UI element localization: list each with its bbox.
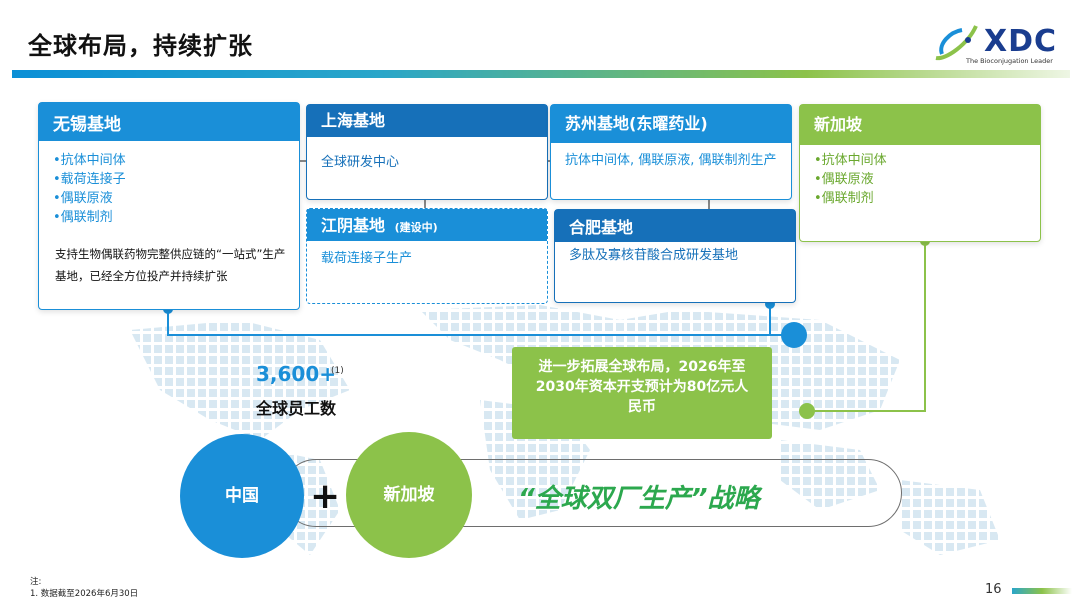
list-item: •抗体中间体 [814,153,887,168]
suzhou-hefei-link [708,197,710,209]
hefei-dot [765,299,775,309]
suzhou-site-desc: 抗体中间体, 偶联原液, 偶联制剂生产 [565,153,777,168]
shanghai-jiangyin-link [424,199,426,209]
list-item: •偶联原液 [53,191,113,206]
employee-label: 全球员工数 [256,399,337,418]
page-number: 16 [985,582,1002,597]
suzhou-site-title: 苏州基地(东曜药业) [551,105,791,143]
footnote: 注: 1. 数据截至2026年6月30日 [30,576,138,600]
list-item: •偶联制剂 [53,210,113,225]
wuxi-site-title: 无锡基地 [39,103,299,141]
footer-band [1012,588,1072,594]
logo-wordmark: XDC [984,24,1058,59]
employee-count: 3,600+ [256,362,337,386]
wuxi-site-note: 支持生物偶联药物完整供应链的“一站式”生产基地，已经全方位投产并持续扩张 [55,247,286,283]
logo-tagline: The Bioconjugation Leader [966,57,1053,65]
list-item: •偶联制剂 [814,191,874,206]
hefei-site-card: 合肥基地 多肽及寡核苷酸合成研发基地 [554,209,796,303]
shanghai-site-title: 上海基地 [307,105,547,137]
wuxi-shanghai-link [298,160,306,162]
list-item: •抗体中间体 [53,153,126,168]
strategy-slogan: “全球双厂生产”战略 [518,484,760,514]
list-item: •载荷连接子 [53,172,126,187]
hefei-site-desc: 多肽及寡核苷酸合成研发基地 [569,248,739,263]
singapore-connector-vertical [924,241,926,411]
singapore-site-card: 新加坡 •抗体中间体 •偶联原液 •偶联制剂 [799,104,1041,242]
wuxi-site-card: 无锡基地 •抗体中间体 •载荷连接子 •偶联原液 •偶联制剂 支持生物偶联药物完… [38,102,300,310]
shanghai-site-card: 上海基地 全球研发中心 [306,104,548,200]
construction-tag: (建设中) [394,221,438,234]
shanghai-site-desc: 全球研发中心 [321,155,400,170]
footnote-1: 1. 数据截至2026年6月30日 [30,589,139,599]
expansion-callout: 进一步拓展全球布局，2026年至2030年资本开支预计为80亿元人民币 [512,347,772,439]
jiangyin-site-header: 江阴基地 (建设中) [307,209,547,241]
footnote-label: 注: [30,577,42,587]
singapore-site-title: 新加坡 [800,105,1040,145]
china-circle: 中国 [180,434,304,558]
singapore-connector-horizontal [806,410,926,412]
wuxi-connector [167,308,169,336]
wuxi-site-items: •抗体中间体 •载荷连接子 •偶联原液 •偶联制剂 [53,151,291,227]
jiangyin-site-title: 江阴基地 [321,216,386,235]
suzhou-site-card: 苏州基地(东曜药业) 抗体中间体, 偶联原液, 偶联制剂生产 [550,104,792,200]
jiangyin-site-desc: 载荷连接子生产 [321,251,413,266]
xdc-logo-icon [935,25,978,61]
singapore-circle: 新加坡 [346,432,472,558]
plus-sign: + [310,476,341,517]
list-item: •偶联原液 [814,172,874,187]
china-hub-dot [781,322,807,348]
jiangyin-site-card: 江阴基地 (建设中) 载荷连接子生产 [306,208,548,304]
title-underline-band [12,70,1070,78]
hefei-site-title: 合肥基地 [555,210,795,242]
china-connector-line [167,334,795,336]
page-title: 全球布局，持续扩张 [28,32,253,60]
singapore-site-items: •抗体中间体 •偶联原液 •偶联制剂 [814,151,1032,208]
singapore-hub-dot [799,403,815,419]
employee-footnote-ref: (1) [331,366,344,376]
expansion-text: 进一步拓展全球布局，2026年至2030年资本开支预计为80亿元人民币 [535,359,749,415]
hefei-connector [769,303,771,335]
